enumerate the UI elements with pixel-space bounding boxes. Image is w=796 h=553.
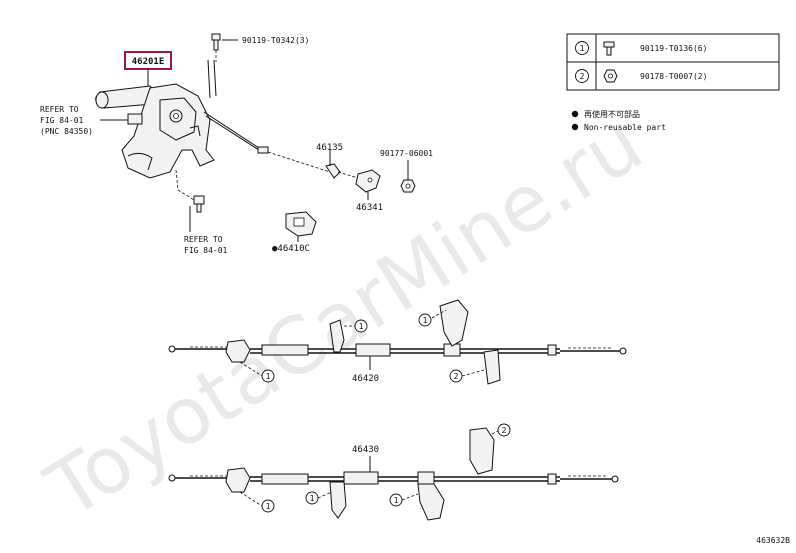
svg-text:1: 1 [266, 372, 271, 381]
plug-drawing [285, 211, 317, 237]
legend-num-1-icon [575, 41, 589, 55]
part-label-bolt-top[interactable]: 90119-T0342(3) [242, 36, 309, 45]
part-label-bracket[interactable]: 46341 [356, 203, 383, 213]
diagram-id: 463632B [756, 536, 790, 545]
front-cable-drawing [168, 299, 627, 385]
note-en: Non-reusable part [584, 123, 666, 132]
part-label-rear-cable[interactable]: 46430 [352, 445, 379, 455]
svg-text:1: 1 [310, 494, 315, 503]
bolt-icon [193, 195, 205, 213]
part-label-clip[interactable]: 46135 [316, 143, 343, 153]
svg-text:1: 1 [423, 316, 428, 325]
bolt-icon [211, 33, 221, 51]
legend-row-1-part: 90119-T0136(6) [640, 44, 707, 53]
legend-num-2-icon [575, 69, 589, 83]
svg-text:2: 2 [454, 372, 459, 381]
legend-row-1-num: 1 [580, 44, 585, 53]
svg-text:2: 2 [502, 426, 507, 435]
callout-1-icon[interactable] [389, 493, 403, 507]
parking-brake-lever-drawing [95, 59, 269, 179]
callout-1-icon[interactable] [354, 319, 368, 333]
watermark-text: ToyotaCarMine.ru [32, 99, 658, 537]
reference-note-2: REFER TO FIG 84-01 [184, 235, 228, 255]
legend-row-2-part: 90178-T0007(2) [640, 72, 707, 81]
callout-1-icon[interactable] [261, 369, 275, 383]
nut-icon [603, 69, 618, 83]
rear-cable-drawing [168, 427, 619, 521]
part-label-lever[interactable]: 46201E [132, 57, 165, 67]
svg-text:1: 1 [266, 502, 271, 511]
nut-icon [400, 179, 416, 193]
callout-2-icon[interactable] [449, 369, 463, 383]
note-jp: 再使用不可部品 [584, 109, 640, 119]
bracket-drawing [355, 169, 381, 193]
callout-1-icon[interactable] [261, 499, 275, 513]
clip-drawing [325, 163, 341, 179]
callout-2-icon[interactable] [497, 423, 511, 437]
svg-text:1: 1 [359, 322, 364, 331]
note-dot-icon [571, 110, 579, 118]
svg-text:FIG 84-01: FIG 84-01 [40, 116, 84, 125]
part-label-front-cable[interactable]: 46420 [352, 374, 379, 384]
part-label-nut[interactable]: 90177-06001 [380, 149, 433, 158]
callout-1-icon[interactable] [418, 313, 432, 327]
bolt-icon [603, 41, 615, 56]
part-label-plug[interactable]: ●46410C [272, 244, 310, 254]
legend-table: 1 90119-T0136(6) 2 90178-T0007(2) [566, 33, 780, 91]
svg-text:FIG 84-01: FIG 84-01 [184, 246, 228, 255]
legend-row-2-num: 2 [580, 72, 585, 81]
svg-text:(PNC 84350): (PNC 84350) [40, 127, 93, 136]
svg-text:REFER TO: REFER TO [184, 235, 223, 244]
note-dot-icon [571, 123, 579, 131]
callout-1-icon[interactable] [305, 491, 319, 505]
svg-text:REFER TO: REFER TO [40, 105, 79, 114]
reference-note-1: REFER TO FIG 84-01 (PNC 84350) [40, 105, 93, 136]
svg-text:1: 1 [394, 496, 399, 505]
